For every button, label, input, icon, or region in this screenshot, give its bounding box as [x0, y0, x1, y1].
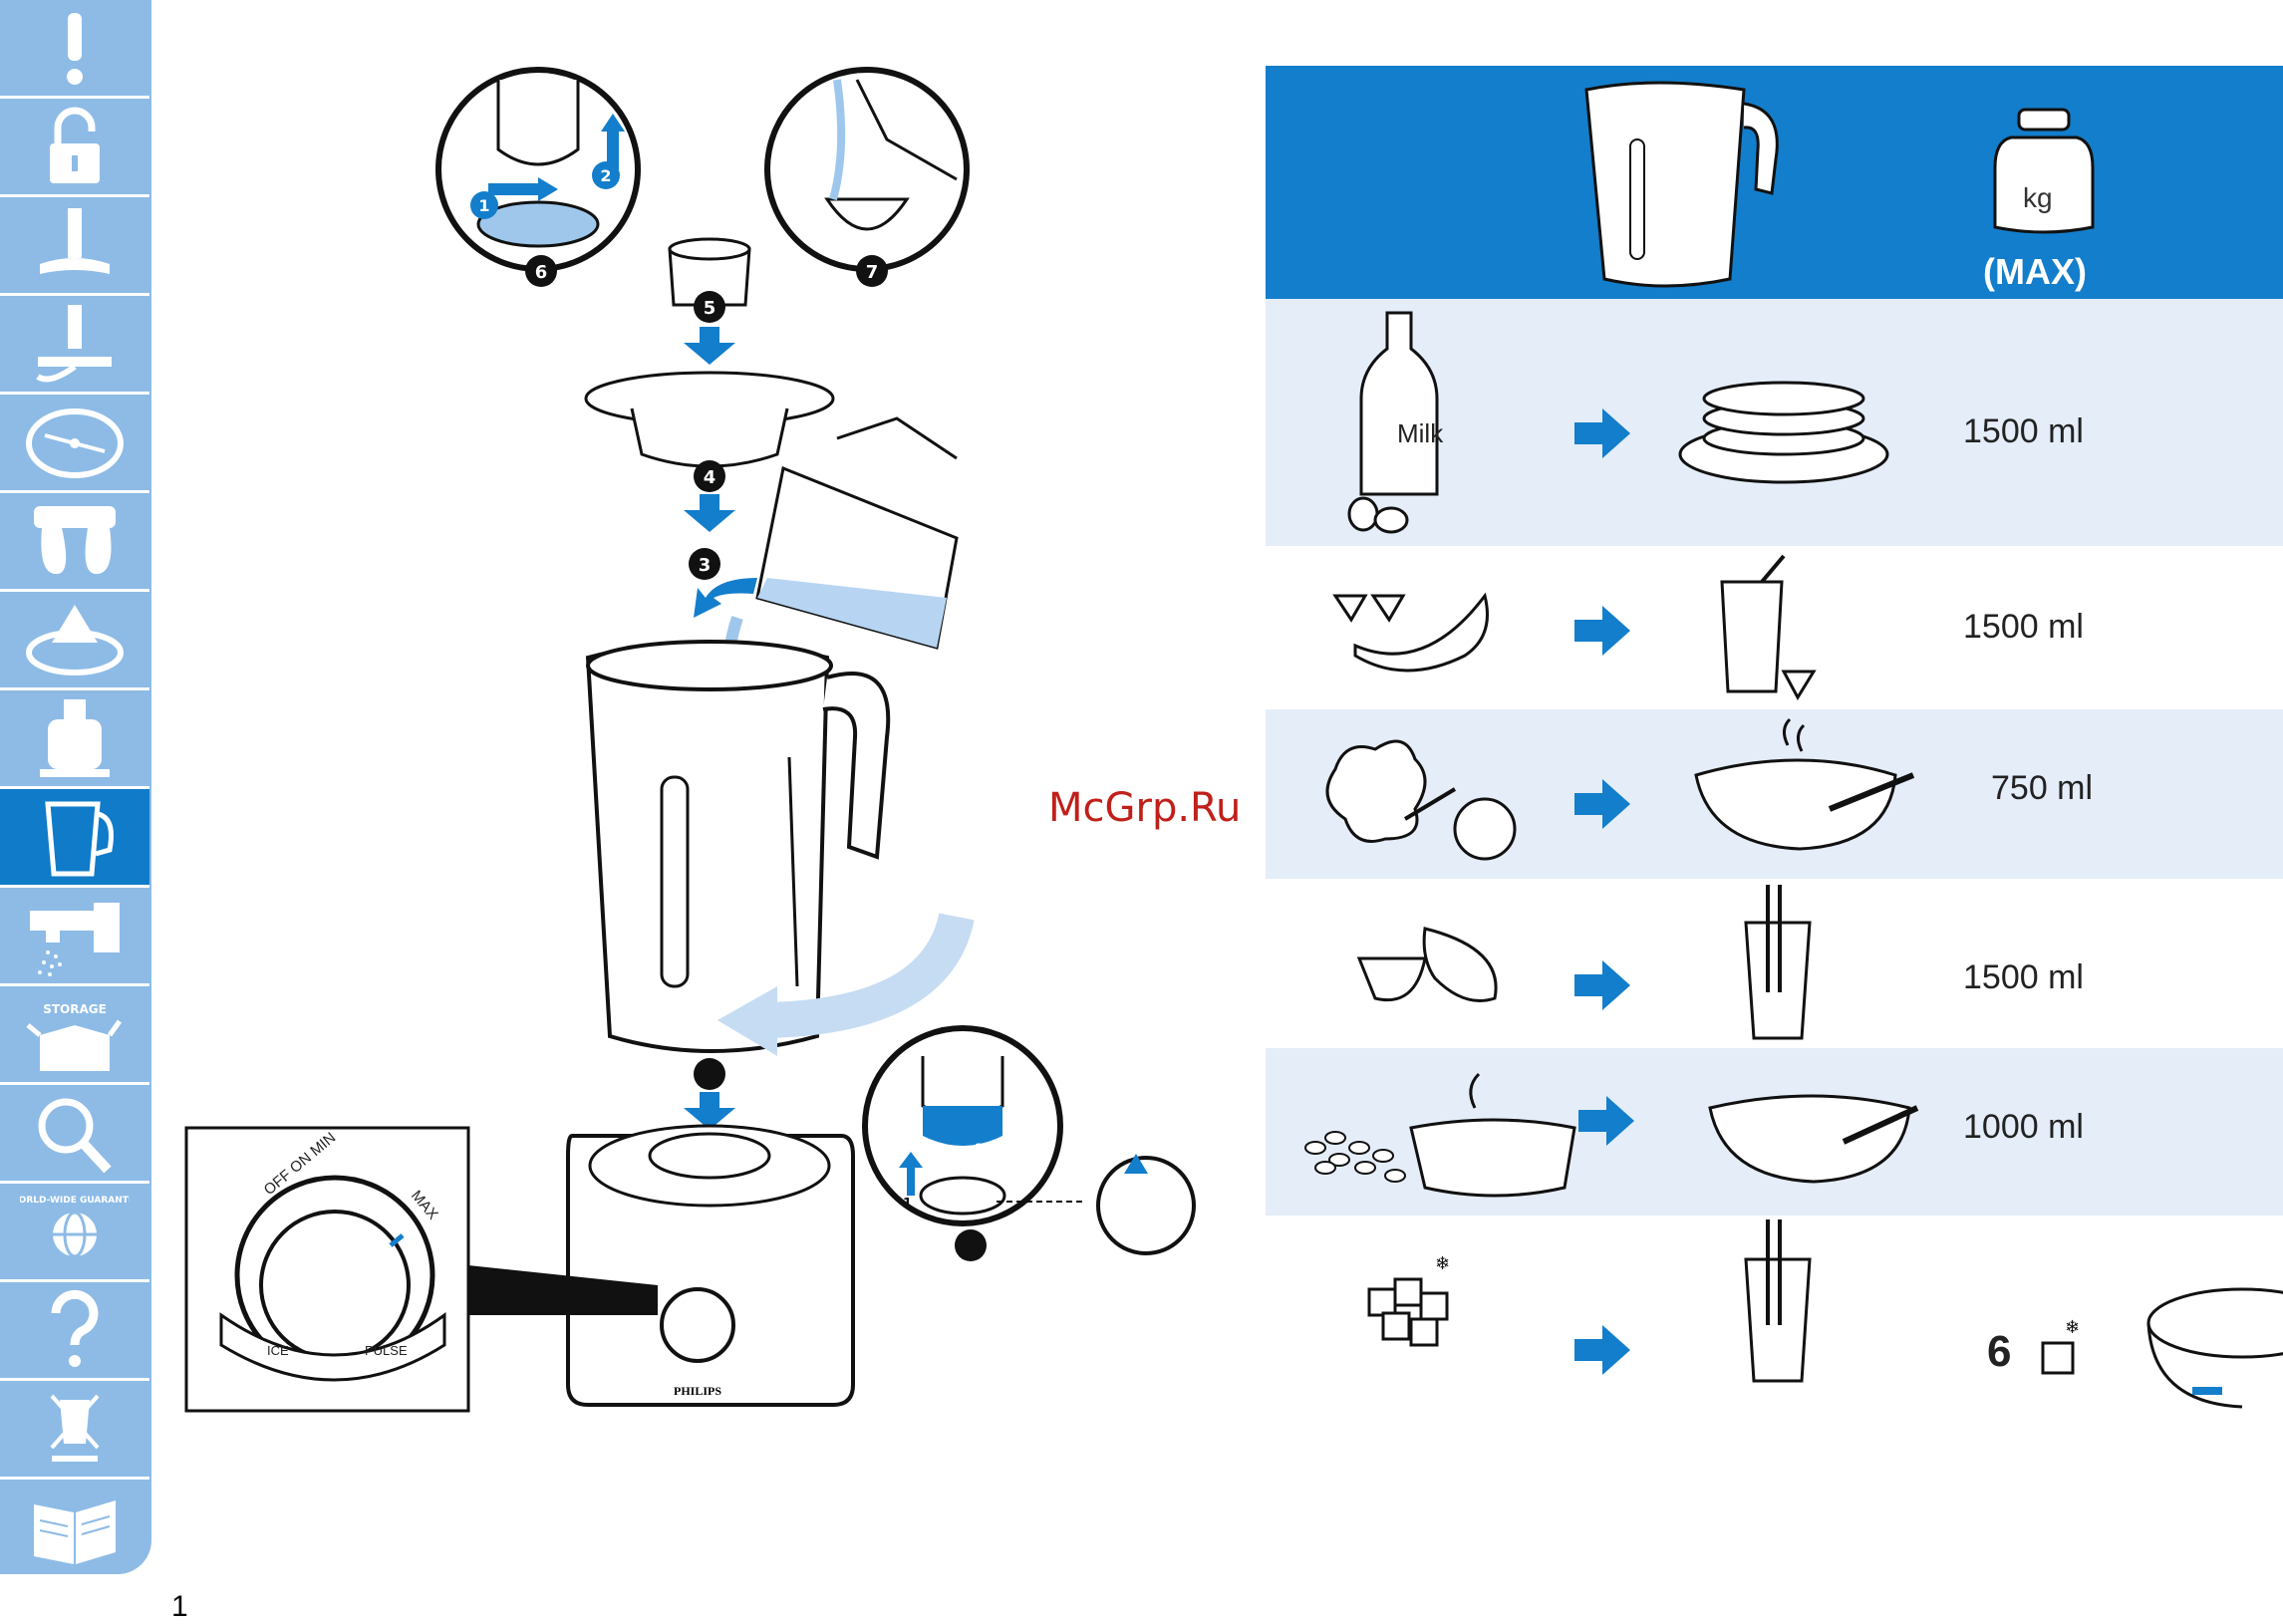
step-3-label: 3 [699, 555, 712, 576]
step-2b-label: 2 [975, 1142, 985, 1158]
quantity-table: kg (MAX) Milk 1500 ml 1 [1266, 66, 2283, 1381]
step-1b-label: 1 [903, 1197, 912, 1212]
step-7-detail: 7 [767, 70, 967, 287]
cereal-pot-icon [1295, 1068, 1594, 1208]
qty-value: 750 ml [1991, 769, 2093, 808]
ice-cube-icon: ❄ [2029, 1313, 2099, 1383]
max-label: (MAX) [1983, 251, 2087, 293]
table-header: kg (MAX) [1266, 66, 2283, 299]
arrow-right-icon [1574, 960, 1630, 1010]
table-row: 1500 ml [1266, 546, 2283, 709]
arrow-right-icon [1574, 606, 1630, 656]
table-row: 1000 ml [1266, 1048, 2283, 1216]
weight-icon [1989, 108, 2099, 237]
smoothie-glass-icon [1704, 552, 1824, 701]
step-1a-label: 1 [478, 196, 489, 215]
step-4-label: 4 [704, 467, 716, 488]
step-5-label: 5 [704, 298, 716, 319]
watermark: McGrp.Ru [1048, 785, 1241, 831]
arrow-right-icon [1574, 1325, 1630, 1375]
vegetables-icon [1315, 729, 1535, 869]
dial-ice: ICE [267, 1343, 289, 1358]
melon-banana-icon [1355, 919, 1505, 1018]
drink-glass-icon [1740, 883, 1830, 1042]
motor-unit: PHILIPS [568, 1126, 853, 1405]
step-6-detail: 1 2 6 [438, 70, 638, 287]
porridge-bowl-icon [1704, 1078, 1923, 1188]
strawberry-banana-icon [1325, 576, 1505, 676]
step-6-label: 6 [535, 262, 548, 283]
qty-value: 1500 ml [1963, 608, 2084, 647]
speed-dial-detail: OFF ON MIN MAX ICE PULSE [186, 1128, 468, 1411]
table-row: 750 ml [1266, 709, 2283, 879]
jar-icon [1555, 70, 1794, 295]
qty-value: 1000 ml [1963, 1108, 2084, 1147]
arrow-right-icon [1574, 408, 1630, 458]
arrow-right-icon [1574, 779, 1630, 829]
table-row: 1500 ml [1266, 879, 2283, 1048]
filler-cap-icon [2142, 1283, 2283, 1413]
dial-pulse: PULSE [365, 1343, 408, 1358]
soup-bowl-icon [1690, 715, 1919, 865]
blender-jar [588, 642, 888, 1130]
svg-text:❄: ❄ [2065, 1317, 2080, 1338]
milk-label: Milk [1397, 418, 1443, 449]
blade-unit-detail: 2 1 [865, 1028, 1194, 1261]
table-row: ❄ 6 ❄ [1266, 1216, 2283, 1391]
qty-value: 1500 ml [1963, 958, 2084, 997]
svg-text:❄: ❄ [1435, 1253, 1450, 1274]
arrow-right-icon [1578, 1096, 1634, 1146]
step-5-filler-cap: 5 [670, 239, 749, 365]
pancakes-icon [1674, 359, 1893, 488]
ice-cubes-icon: ❄ [1349, 1249, 1469, 1359]
kg-label: kg [2023, 182, 2053, 214]
brand-label: PHILIPS [674, 1384, 721, 1398]
iced-drink-glass-icon [1740, 1216, 1830, 1385]
table-row: Milk 1500 ml [1266, 299, 2283, 546]
step-2a-label: 2 [600, 166, 611, 185]
step-7-label: 7 [866, 262, 879, 283]
qty-value: 1500 ml [1963, 412, 2084, 451]
ice-count: 6 [1987, 1327, 2011, 1377]
